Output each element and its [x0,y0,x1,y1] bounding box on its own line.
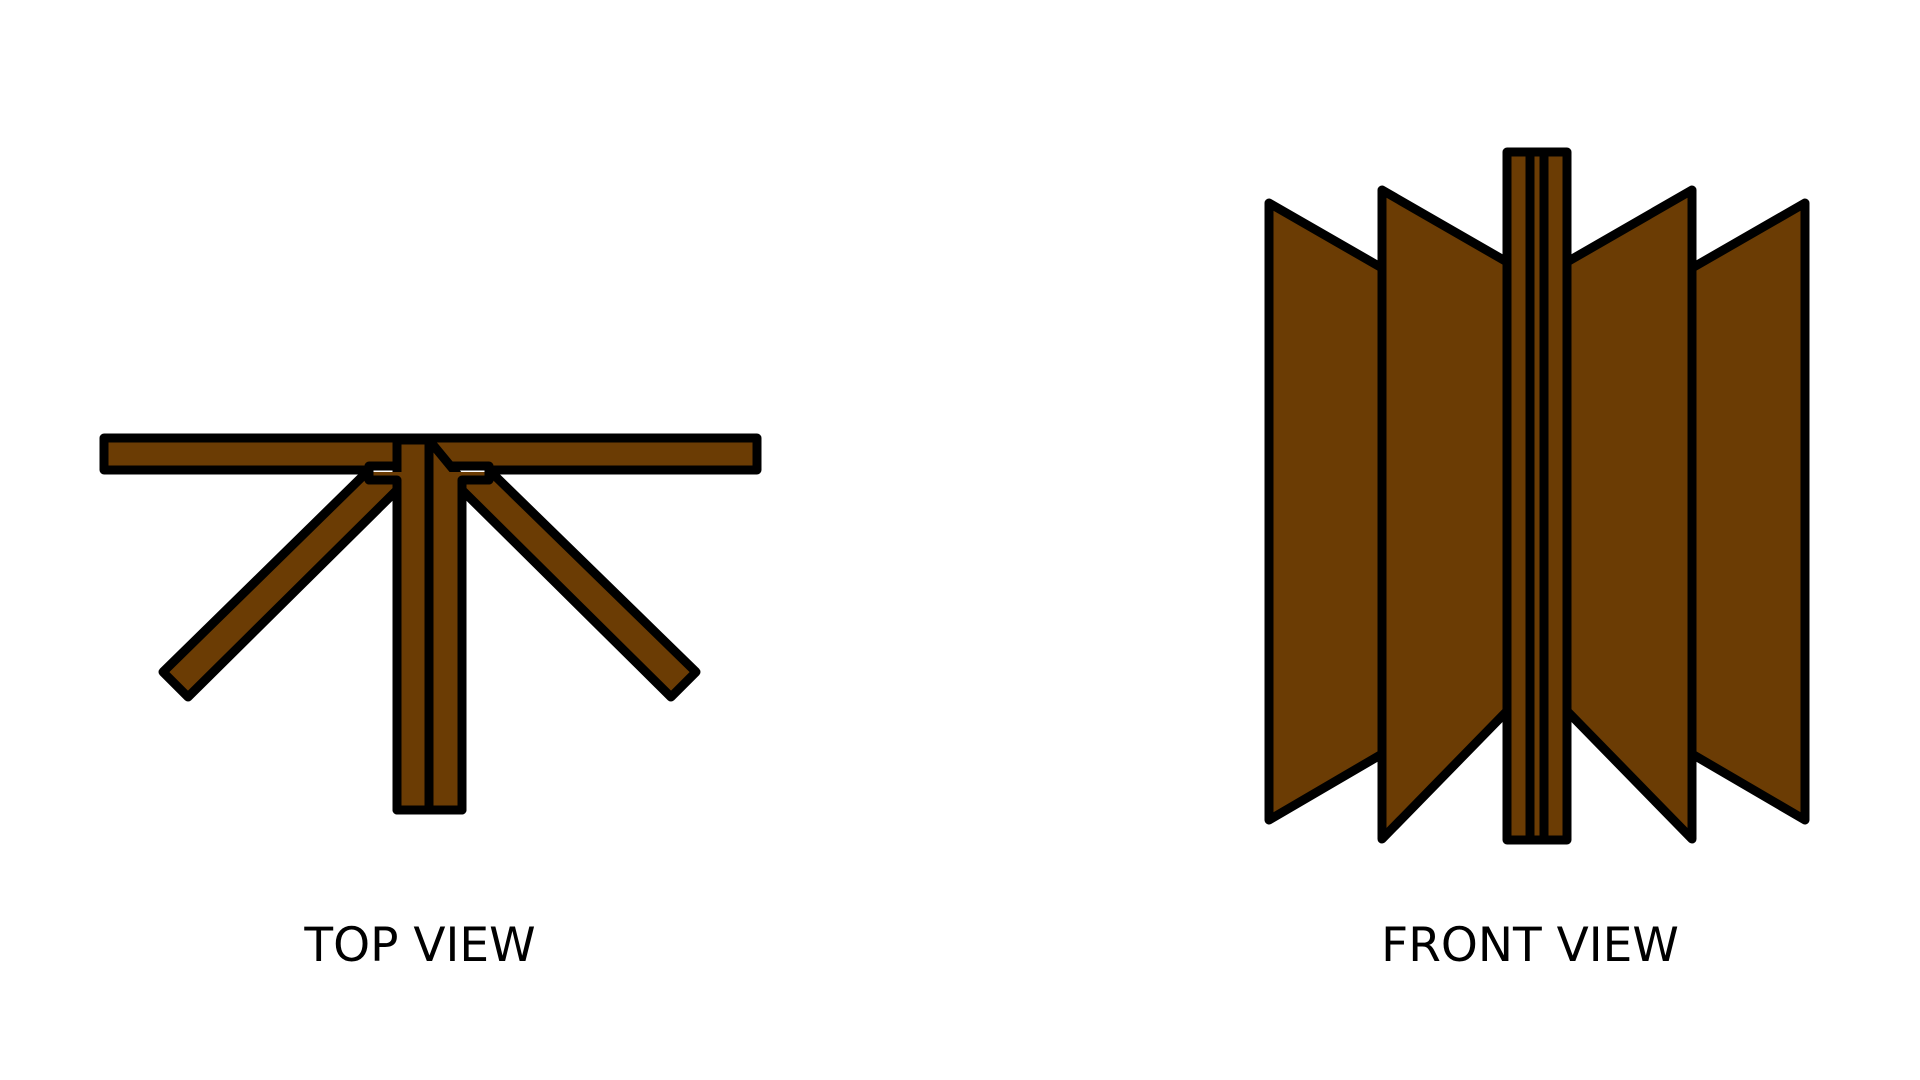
front-view-panel-outer-right [1687,198,1810,825]
front-view-drawing [1264,147,1810,845]
top-view-drawing [99,433,762,815]
top-view-right-diagonal-arm [457,465,701,702]
front-view-panel-outer-left [1264,198,1387,825]
top-view-label: TOP VIEW [304,918,536,973]
top-view-stem-right [424,435,467,815]
front-view-central-post [1502,147,1572,845]
front-view-label: FRONT VIEW [1381,918,1679,973]
top-view-stem-left [392,435,434,815]
front-view-panel-inner-right [1562,185,1697,844]
top-view-left-diagonal-arm [158,465,402,702]
front-view-panel-inner-left [1377,185,1512,844]
